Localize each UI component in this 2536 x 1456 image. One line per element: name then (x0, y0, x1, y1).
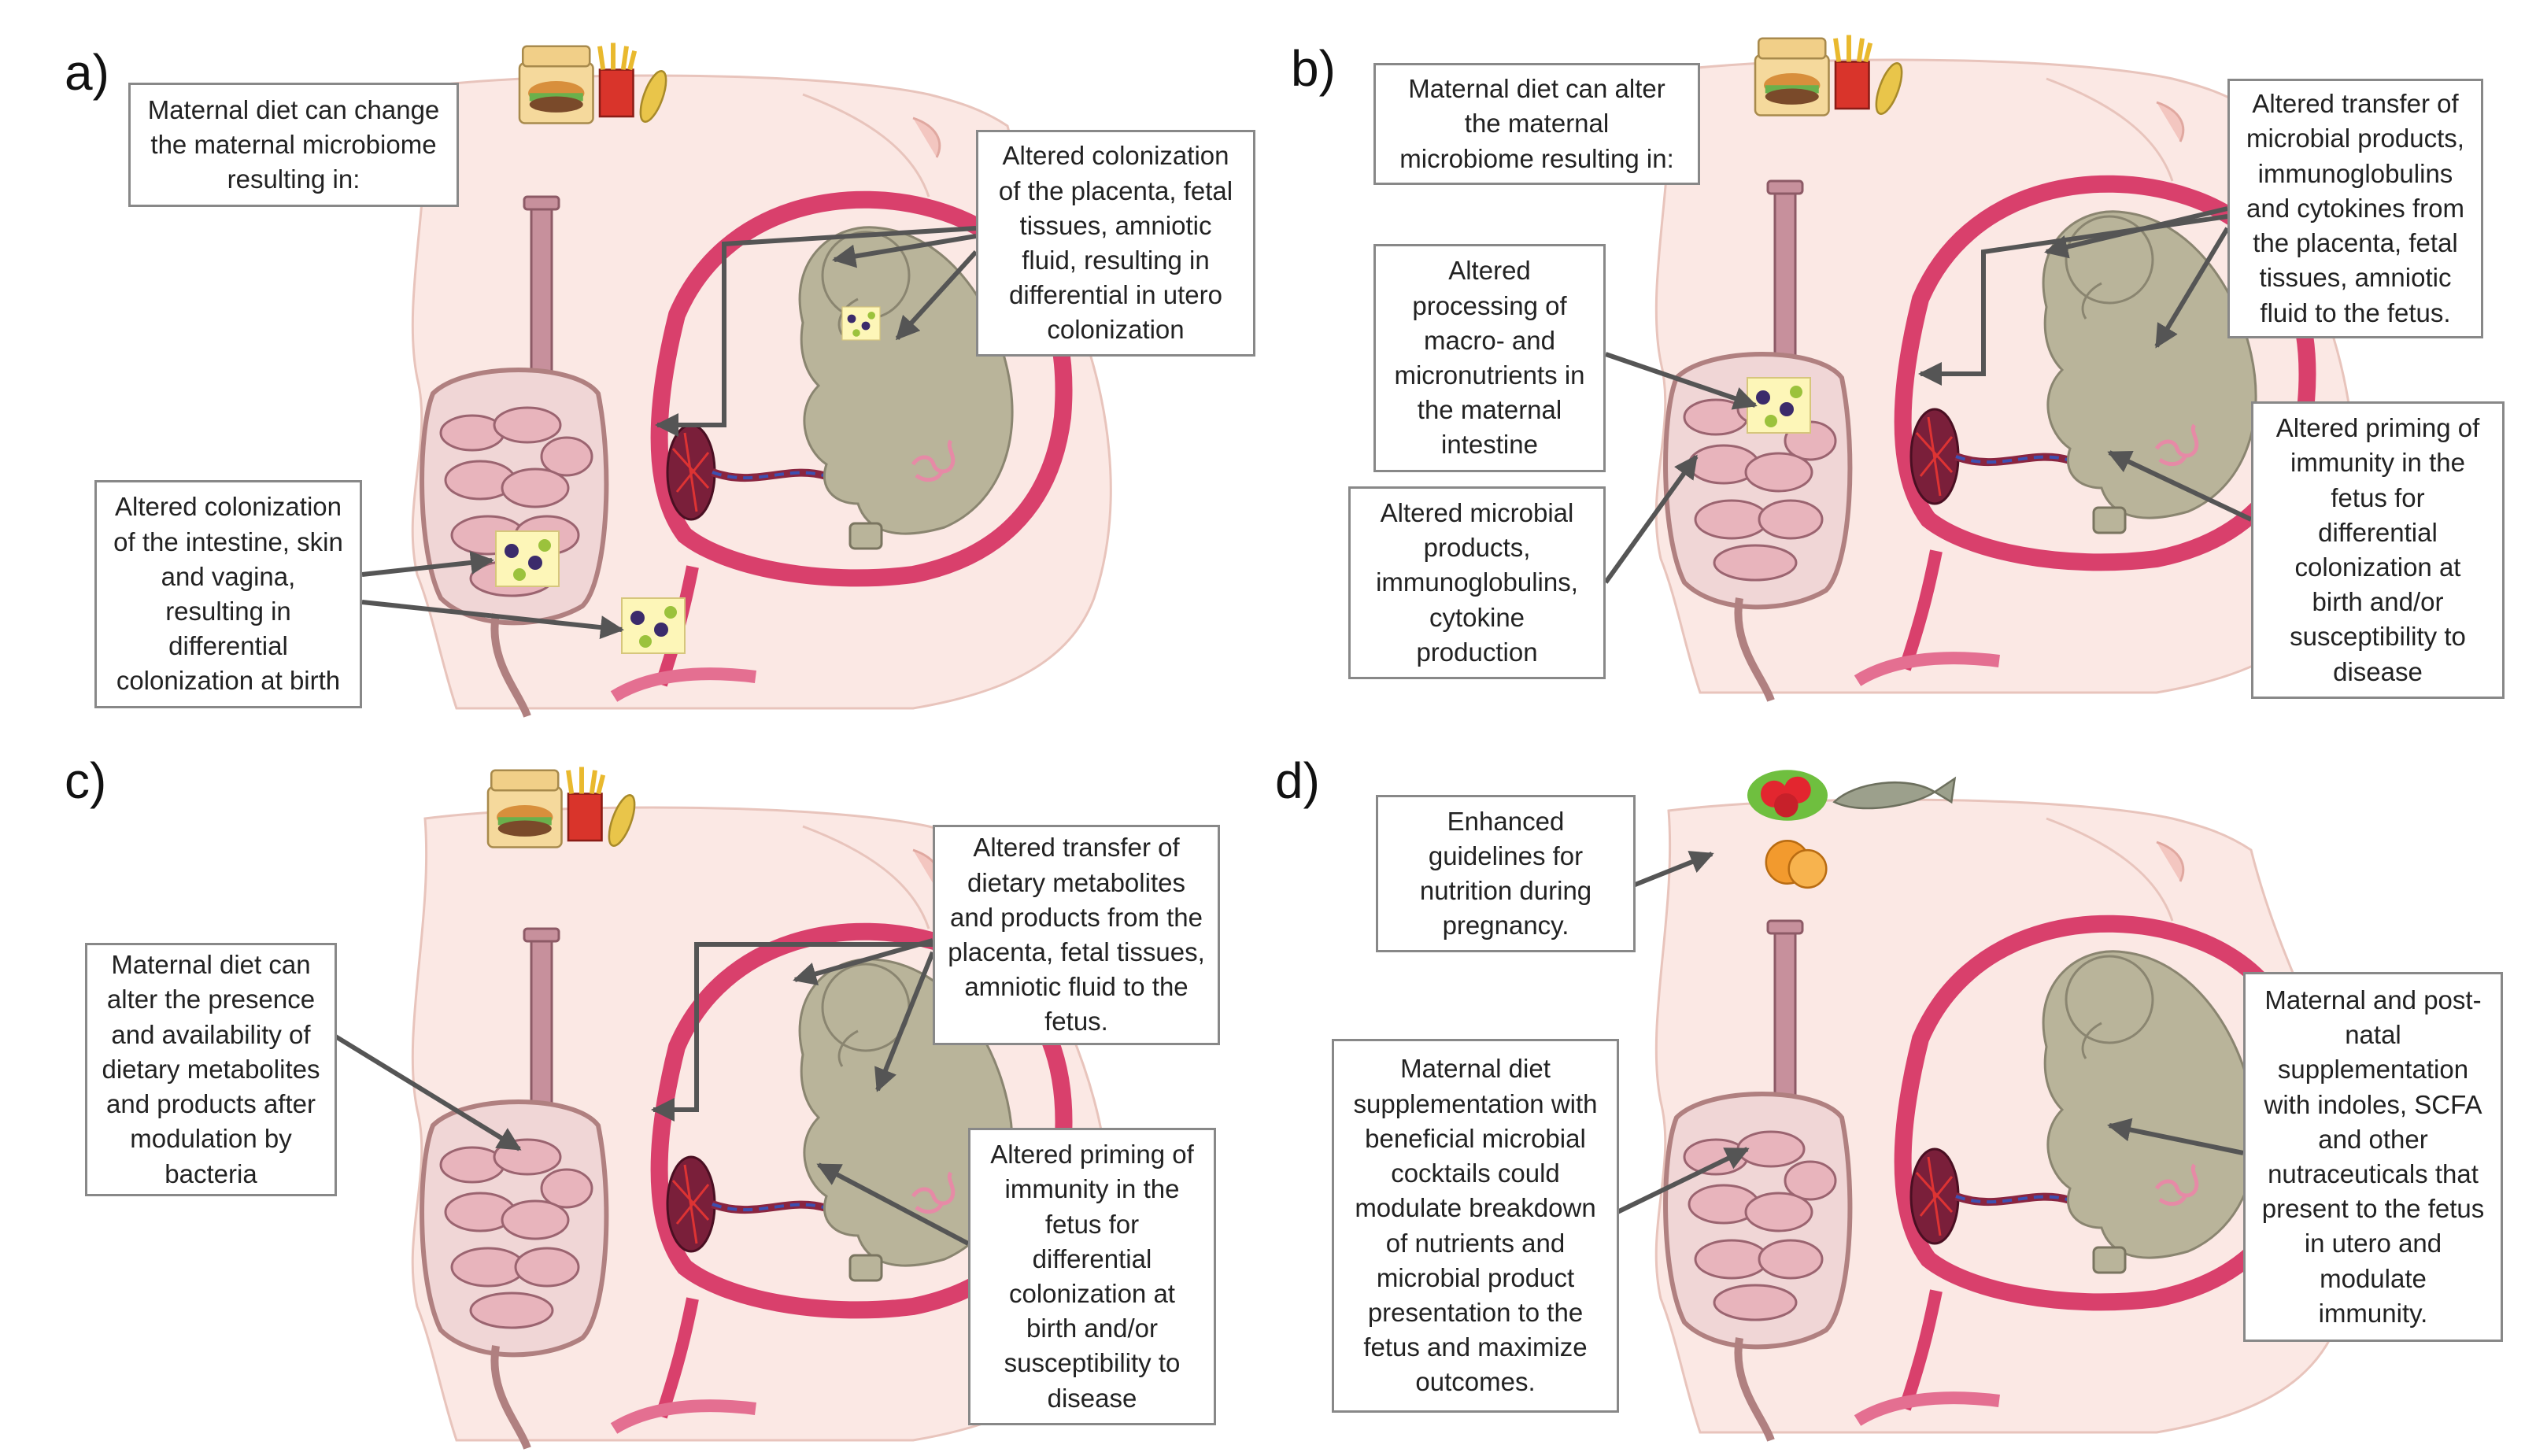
arrows (325, 206, 2253, 1246)
panel-a-diet-text: Maternal diet can change the maternal mi… (147, 94, 440, 194)
panel-d-guidelines-text: Enhanced guidelines for nutrition during… (1419, 806, 1592, 940)
panel-b-transfer-text: Altered transfer of microbial products, … (2246, 89, 2464, 327)
panel-a-in-utero-text: Altered colonization of the placenta, fe… (998, 141, 1233, 345)
panel-c-diet-callout: Maternal diet can alter the presence and… (85, 943, 337, 1196)
panel-a-diet-callout: Maternal diet can change the maternal mi… (128, 83, 459, 207)
panel-d-label: d) (1275, 752, 1320, 809)
panel-c-transfer-text: Altered transfer of dietary metabolites … (948, 833, 1205, 1037)
panel-d-guidelines-callout: Enhanced guidelines for nutrition during… (1376, 795, 1636, 952)
panel-c-label: c) (65, 752, 107, 809)
panel-c-transfer-callout: Altered transfer of dietary metabolites … (933, 825, 1220, 1045)
panel-a-in-utero-callout: Altered colonization of the placenta, fe… (976, 130, 1255, 357)
panel-b-products-text: Altered microbial products, immunoglobul… (1376, 497, 1578, 667)
panel-b-priming-text: Altered priming of immunity in the fetus… (2275, 413, 2480, 686)
panel-b-products-callout: Altered microbial products, immunoglobul… (1348, 486, 1606, 679)
panel-c-priming-text: Altered priming of immunity in the fetus… (990, 1140, 1194, 1413)
panel-c-diet-text: Maternal diet can alter the presence and… (102, 950, 320, 1188)
panel-b-diet-callout: Maternal diet can alter the maternal mic… (1373, 63, 1700, 185)
panel-a-label: a) (65, 44, 109, 101)
panel-b-transfer-callout: Altered transfer of microbial products, … (2227, 79, 2483, 338)
panel-b-processing-text: Altered processing of macro- and micronu… (1394, 256, 1585, 460)
panel-a-birth-text: Altered colonization of the intestine, s… (113, 492, 343, 696)
panel-d-nutraceuticals-callout: Maternal and post- natal supplementation… (2243, 972, 2503, 1342)
panel-d-supplementation-text: Maternal diet supplementation with benef… (1353, 1054, 1598, 1397)
panel-c-priming-callout: Altered priming of immunity in the fetus… (968, 1128, 1216, 1425)
panel-b-diet-text: Maternal diet can alter the maternal mic… (1399, 74, 1674, 173)
panel-a-birth-callout: Altered colonization of the intestine, s… (94, 480, 362, 708)
panel-b-priming-callout: Altered priming of immunity in the fetus… (2251, 401, 2505, 699)
panel-d-nutraceuticals-text: Maternal and post- natal supplementation… (2261, 985, 2485, 1328)
panel-b-label: b) (1291, 40, 1336, 97)
panel-d-supplementation-callout: Maternal diet supplementation with benef… (1332, 1039, 1619, 1413)
panel-b-processing-callout: Altered processing of macro- and micronu… (1373, 244, 1606, 472)
